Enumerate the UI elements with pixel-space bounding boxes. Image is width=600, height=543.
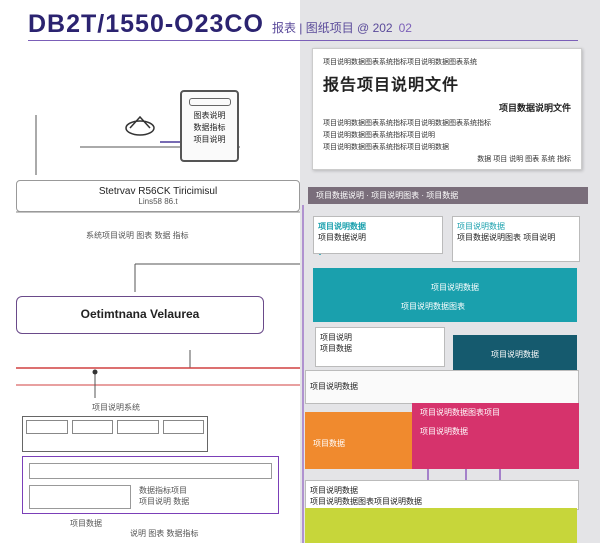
detail-row: 数据指标项目 项目说明 数据 bbox=[29, 485, 272, 509]
info-card-left[interactable]: 项目说明数据 项目数据说明 bbox=[313, 216, 443, 254]
cell bbox=[162, 420, 204, 434]
cap-icon bbox=[125, 115, 155, 136]
info-card-mid-line-2: 项目数据 bbox=[320, 344, 352, 353]
bottom-card-line: 项目说明数据图表项目说明数据 bbox=[310, 497, 422, 506]
info-card-left-line: 项目数据说明 bbox=[318, 233, 366, 242]
title-underline bbox=[28, 40, 578, 41]
paper-line: 数据 项目 说明 图表 系统 指标 bbox=[477, 156, 571, 163]
paper-title: 报告项目说明文件 bbox=[323, 77, 460, 94]
title-subtitle: 报表 | 图纸项目 @ 202 bbox=[271, 21, 393, 35]
bottom-card[interactable]: 项目说明数据 项目说明数据图表项目说明数据 bbox=[305, 480, 579, 510]
chart-block bbox=[22, 416, 208, 452]
detail-bar bbox=[29, 463, 272, 479]
device-bar bbox=[188, 98, 231, 106]
footer-caption: 项目数据 bbox=[70, 519, 102, 528]
node-system-title: Stetrvav R56CK Tiricimisul bbox=[98, 186, 218, 197]
cell bbox=[71, 420, 113, 434]
section-banner: 项目数据说明 · 项目说明图表 · 项目数据 bbox=[308, 187, 588, 204]
info-card-left-title: 项目说明数据 bbox=[318, 222, 366, 231]
node-operation-label: Oetimtnana Velaurea bbox=[80, 307, 200, 321]
magenta-block[interactable]: 项目说明数据图表项目 项目说明数据 bbox=[412, 403, 579, 469]
device-icon: 图表说明 数据指标 项目说明 bbox=[180, 90, 239, 162]
magenta-line-1: 项目说明数据图表项目 bbox=[420, 408, 500, 417]
chart-block-cells bbox=[23, 417, 207, 437]
teal-section[interactable]: 项目说明数据 项目说明数据图表 bbox=[313, 268, 577, 322]
paper-line: 项目说明数据图表系统指标项目说明数据图表系统指标 bbox=[323, 120, 491, 127]
detail-block: 数据指标项目 项目说明 数据 bbox=[22, 456, 279, 514]
node-operation[interactable]: Oetimtnana Velaurea bbox=[16, 296, 264, 334]
info-card-mid-line-1: 项目说明 bbox=[320, 333, 352, 342]
node-system-subtitle: Lins58 86.t bbox=[138, 197, 178, 206]
title-tag: 02 bbox=[398, 21, 412, 35]
node-caption: 项目说明系统 bbox=[92, 403, 140, 412]
bottom-card-title: 项目说明数据 bbox=[310, 486, 358, 495]
magenta-line-2: 项目说明数据 bbox=[420, 427, 468, 436]
page-title: DB2T/1550-O23CO 报表 | 图纸项目 @ 202 02 bbox=[28, 10, 412, 39]
orange-label: 项目数据 bbox=[313, 439, 345, 448]
detail-cell bbox=[29, 485, 131, 509]
paper-line: 项目说明数据图表系统指标项目说明数据图表系统 bbox=[323, 59, 477, 66]
teal-line-2: 项目说明数据图表 bbox=[401, 302, 465, 311]
cell bbox=[117, 420, 159, 434]
orange-block[interactable]: 项目数据 bbox=[305, 412, 413, 469]
footer-sub: 说明 图表 数据指标 bbox=[130, 529, 199, 538]
paper-line: 项目说明数据图表系统指标项目说明数据 bbox=[323, 144, 449, 151]
detail-text: 数据指标项目 项目说明 数据 bbox=[135, 485, 272, 509]
green-block[interactable] bbox=[305, 508, 577, 543]
teal-line-1: 项目说明数据 bbox=[431, 283, 479, 292]
detail-sub: 项目说明 数据 bbox=[139, 497, 190, 506]
panel-label: 项目说明数据 bbox=[310, 382, 358, 391]
document-card: 项目说明数据图表系统指标项目说明数据图表系统 报告项目说明文件 项目数据说明文件… bbox=[312, 48, 582, 170]
dark-teal-line: 项目说明数据 bbox=[491, 350, 539, 359]
paper-subtitle: 项目数据说明文件 bbox=[498, 103, 571, 113]
cell bbox=[26, 420, 68, 434]
panel-card[interactable]: 项目说明数据 bbox=[305, 370, 579, 404]
info-card-right-title: 项目说明数据 bbox=[457, 222, 505, 231]
paper-line: 项目说明数据图表系统指标项目说明 bbox=[323, 132, 435, 139]
node-system[interactable]: Stetrvav R56CK Tiricimisul Lins58 86.t bbox=[16, 180, 300, 212]
info-card-right-line: 项目数据说明图表 项目说明 bbox=[457, 233, 556, 242]
device-text: 图表说明 数据指标 项目说明 bbox=[193, 111, 226, 144]
info-card-mid[interactable]: 项目说明 项目数据 bbox=[315, 327, 445, 367]
node-system-caption: 系统项目说明 图表 数据 指标 bbox=[86, 231, 189, 240]
info-card-right[interactable]: 项目说明数据 项目数据说明图表 项目说明 bbox=[452, 216, 580, 262]
title-text: DB2T/1550-O23CO bbox=[28, 10, 264, 38]
detail-caption: 数据指标项目 bbox=[139, 486, 187, 495]
